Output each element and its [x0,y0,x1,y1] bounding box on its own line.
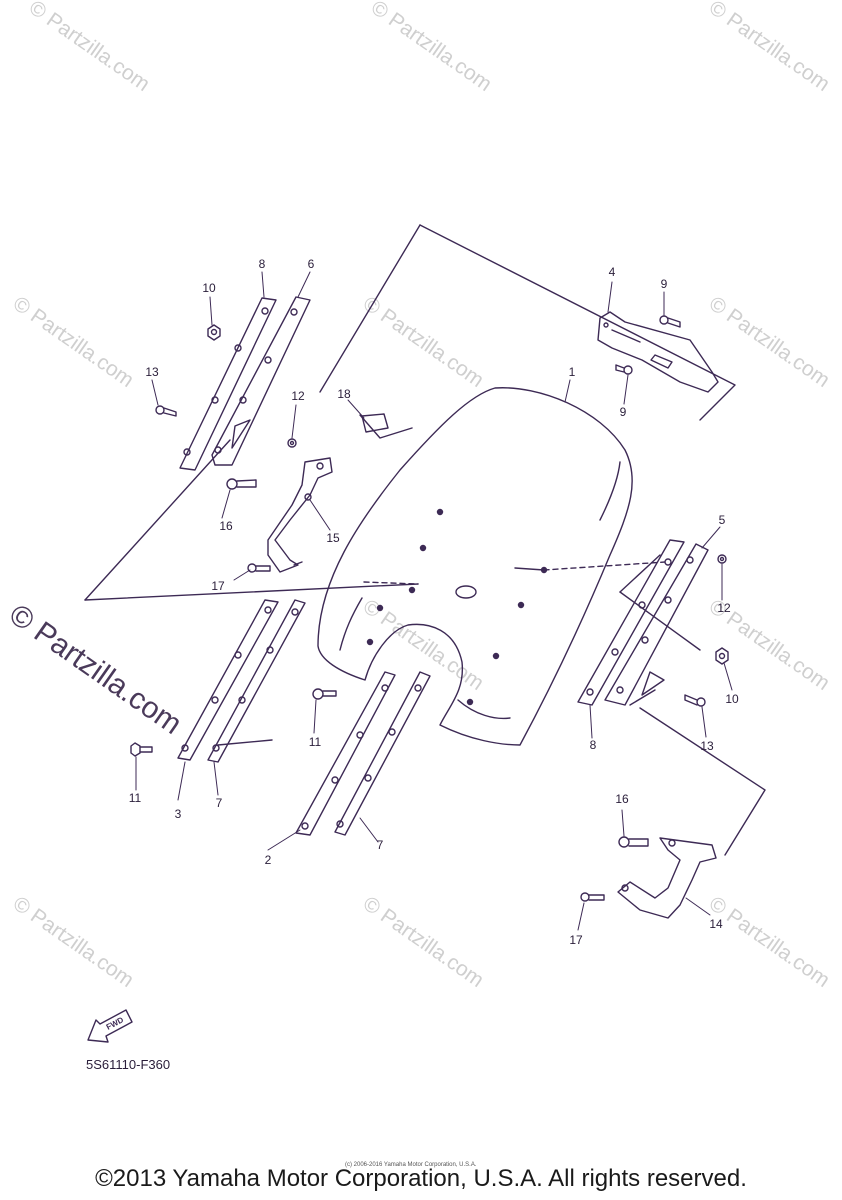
callout-13a: 13 [145,365,159,379]
stay-part-2 [295,671,396,836]
bolt-part-17-upper [247,563,271,573]
callout-12a: 12 [291,389,305,403]
callout-8b: 8 [590,738,597,752]
bolt-part-11-center [312,688,337,700]
washer-part-12-right [717,554,727,564]
small-copyright: (c) 2006-2016 Yamaha Motor Corporation, … [345,1162,477,1168]
bolt-part-9-upper [659,315,681,328]
callout-17b: 17 [569,933,583,947]
assembly-outline [319,224,421,393]
callout-12b: 12 [717,601,731,615]
callout-11a: 11 [129,791,142,805]
assembly-outline [419,224,736,421]
callout-18: 18 [337,387,351,401]
bolt-part-9-lower [615,364,633,375]
copyright-footer: ©2013 Yamaha Motor Corporation, U.S.A. A… [95,1165,747,1192]
guide-line [363,581,419,585]
callout-1: 1 [569,365,576,379]
guide-line [543,561,666,571]
stay-part-8-right [577,539,685,706]
callout-4: 4 [609,265,616,279]
nut-part-10-upper [207,324,221,341]
leader-lines [135,271,733,931]
assembly-outline [84,439,231,601]
callout-9a: 9 [661,277,668,291]
callout-16b: 16 [615,792,629,806]
callout-10a: 10 [202,281,216,295]
stay-part-5 [604,543,709,706]
fwd-label: FWD [105,1015,126,1032]
callout-5: 5 [719,513,726,527]
windshield-part-1 [317,387,633,746]
callout-13b: 13 [700,739,714,753]
bracket-part-15 [267,457,333,573]
callout-16a: 16 [219,519,233,533]
assembly-outline [639,707,766,856]
callout-10b: 10 [725,692,739,706]
assembly-outline [359,414,413,439]
stay-part-7-center [334,671,431,836]
stay-part-8-left [179,297,277,471]
callout-3: 3 [175,807,182,821]
bolt-part-16-upper [226,478,257,490]
stay-part-6 [211,296,311,466]
diagram-part-code: 5S61110-F360 [86,1057,171,1072]
bolt-part-17-lower [580,892,605,902]
callout-9b: 9 [620,405,627,419]
callout-15: 15 [326,531,340,545]
callout-8a: 8 [259,257,266,271]
bolt-part-13-right [684,694,706,707]
callout-14: 14 [709,917,723,931]
callout-2: 2 [265,853,272,867]
stay-part-3 [177,599,279,761]
bolt-part-13-upper [155,405,177,417]
callout-7b: 7 [377,838,384,852]
callout-11b: 11 [309,735,322,749]
bracket-part-14 [617,837,717,919]
bolt-part-11-left [130,742,153,757]
callout-17a: 17 [211,579,225,593]
stay-part-7-left [207,599,306,763]
guide-line [514,567,545,571]
assembly-outline [84,583,419,601]
washer-part-12-upper [287,438,297,448]
part-18-pad [361,413,389,433]
nut-part-10-right [715,647,729,665]
assembly-outline [619,554,661,593]
guide-line [217,739,273,746]
assembly-outline [629,689,656,706]
bracket-part-4 [597,311,719,393]
bolt-part-16-lower [618,836,649,848]
callout-7a: 7 [216,796,223,810]
fwd-arrow-icon [87,1009,133,1043]
assembly-outline [619,591,701,651]
callout-6: 6 [308,257,315,271]
